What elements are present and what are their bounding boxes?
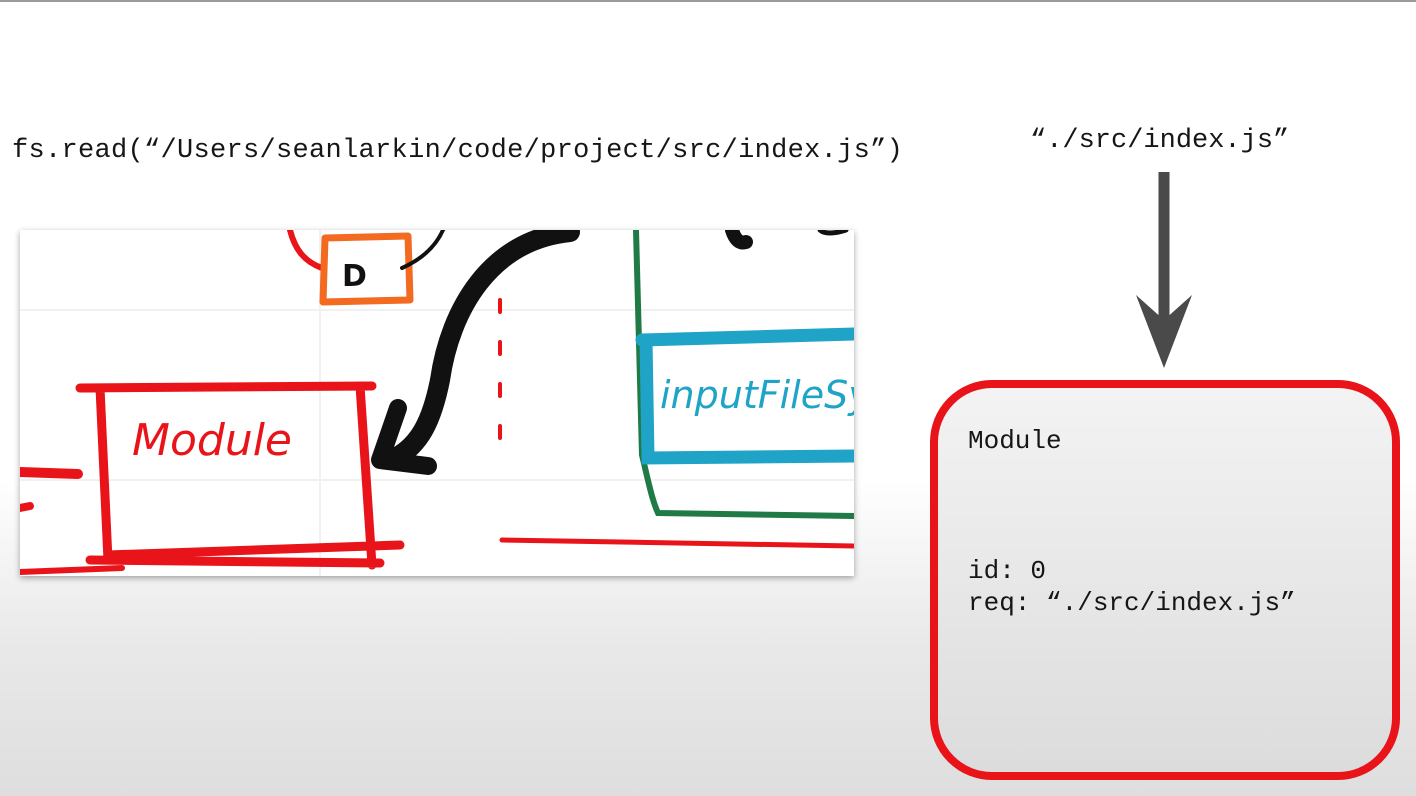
down-arrow-icon xyxy=(1136,172,1192,368)
whiteboard-sketch: D Module inputFileSys xyxy=(20,230,854,576)
red-left-stroke-1 xyxy=(20,467,83,479)
d-label: D xyxy=(342,259,367,294)
module-sketch-label: Module xyxy=(132,415,292,466)
top-divider-line xyxy=(0,0,1416,2)
black-arrowhead xyxy=(371,399,437,475)
red-module-box xyxy=(75,381,405,570)
blue-filesystem-box xyxy=(635,327,854,465)
red-bottom-stroke xyxy=(20,565,125,575)
red-curve-stroke xyxy=(287,230,325,271)
fs-read-code: fs.read(“/Users/seanlarkin/code/project/… xyxy=(12,136,904,166)
module-req-line: req: “./src/index.js” xyxy=(968,588,1296,618)
module-card-title: Module xyxy=(968,426,1062,456)
module-card: Module id: 0 req: “./src/index.js” xyxy=(930,380,1400,780)
module-id-line: id: 0 xyxy=(968,556,1047,586)
black-connector-d xyxy=(400,230,445,270)
red-left-stroke-2 xyxy=(20,502,34,512)
black-blob-right xyxy=(817,230,849,236)
request-path-code: “./src/index.js” xyxy=(1030,126,1290,156)
orange-d-box xyxy=(319,232,414,306)
red-bottom-right-stroke xyxy=(499,537,854,549)
black-blob-top xyxy=(725,230,753,250)
filesystem-label: inputFileSys xyxy=(660,373,854,417)
black-arrow-curve xyxy=(385,230,580,468)
sketch-drawing: D Module inputFileSys xyxy=(20,230,854,576)
